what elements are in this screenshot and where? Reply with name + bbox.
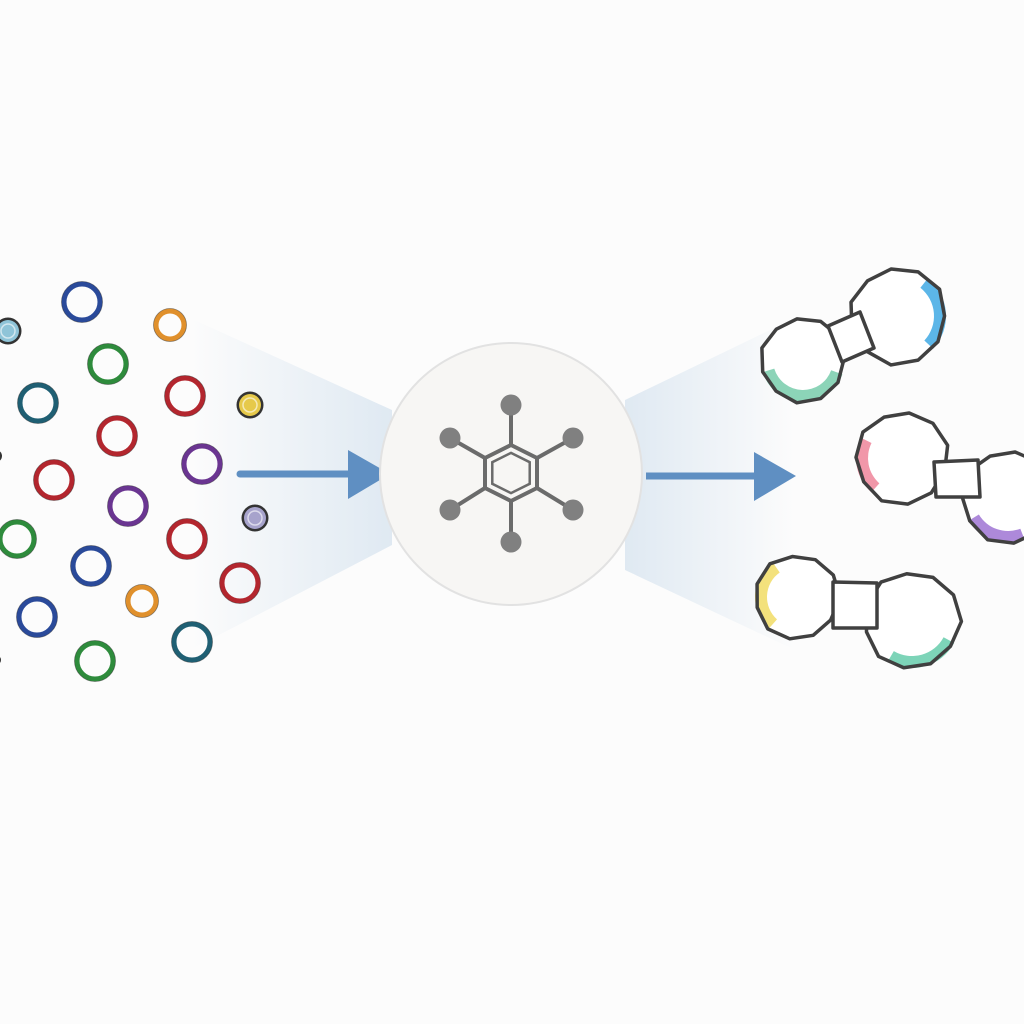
reactant-ring <box>61 281 103 323</box>
output-arrow <box>646 452 796 501</box>
atom-node <box>562 499 584 521</box>
reactant-ring <box>0 519 37 559</box>
bridge-ring <box>826 310 876 364</box>
reactant-ring <box>0 657 1 663</box>
reactant-ring <box>0 451 2 461</box>
bridge-ring <box>932 458 982 499</box>
bicyclic-molecule-icon <box>755 554 964 670</box>
product-molecules <box>755 267 1024 670</box>
reactant-ring <box>125 584 159 618</box>
catalyst-hub <box>379 342 643 606</box>
atom-node <box>500 531 522 553</box>
input-arrow <box>236 450 390 499</box>
reactant-ring <box>219 562 261 604</box>
atom-node <box>562 427 584 449</box>
output-funnel <box>625 318 795 650</box>
reactant-ring <box>107 485 149 527</box>
ring-accent <box>887 637 955 668</box>
reactant-ring <box>164 375 206 417</box>
bicyclic-molecule-icon <box>854 411 1024 545</box>
molecule-icon <box>439 394 584 553</box>
reactant-ring <box>171 621 213 663</box>
reactant-ring <box>70 545 112 587</box>
reactant-ring <box>166 518 208 560</box>
reactant-ring <box>87 343 129 385</box>
reactant-ring <box>17 382 59 424</box>
atom-node <box>500 394 522 416</box>
atom-node <box>439 427 461 449</box>
reactant-ring-cluster <box>0 281 269 682</box>
ring-accent <box>968 514 1024 543</box>
reactant-ring <box>16 596 58 638</box>
reactant-ring <box>153 308 187 342</box>
atom-node <box>439 499 461 521</box>
bicyclic-molecule-icon <box>760 267 947 405</box>
reactant-ring <box>96 415 138 457</box>
reactant-ring <box>33 459 75 501</box>
reactant-ring <box>181 443 223 485</box>
reactant-ring <box>74 640 116 682</box>
bridge-ring <box>831 580 879 630</box>
